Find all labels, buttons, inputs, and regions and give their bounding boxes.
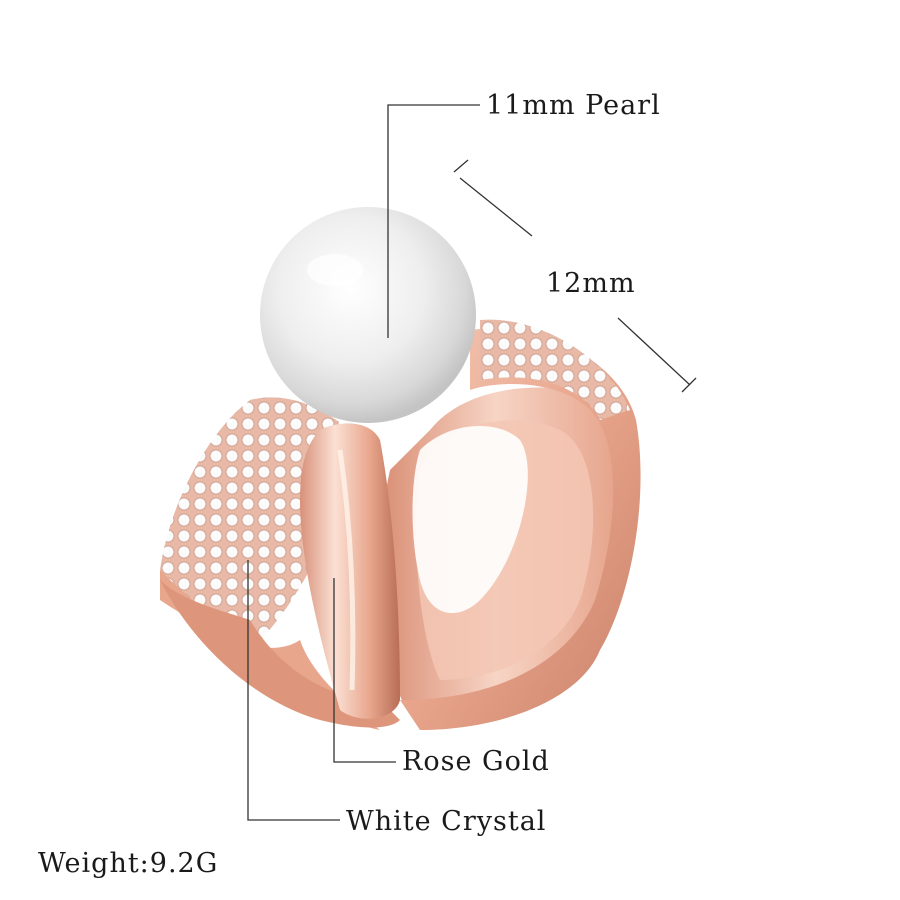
size-label: 12mm — [546, 268, 636, 299]
size-dimension-line-2 — [617, 317, 691, 386]
material-label: Rose Gold — [402, 746, 550, 777]
pearl-label: 11mm Pearl — [486, 90, 661, 121]
ring-lower-left-2 — [160, 580, 400, 728]
size-dimension-tick-1 — [453, 159, 469, 173]
ring-body — [160, 319, 641, 730]
ring-opening — [412, 426, 528, 614]
crystal-band-right — [480, 319, 630, 420]
crystal-callout-line — [247, 560, 340, 821]
stones-label: White Crystal — [346, 806, 547, 837]
ring-outer-right — [400, 328, 641, 730]
callout-lines — [247, 104, 697, 821]
pearl-callout-line — [387, 104, 480, 338]
size-dimension-tick-2 — [681, 377, 697, 393]
ring-shank-highlight — [337, 449, 356, 691]
size-dimension-line-1 — [459, 177, 533, 237]
gold-callout-line — [333, 578, 396, 763]
pearl — [260, 207, 476, 423]
weight-label: Weight:9.2G — [38, 848, 219, 879]
